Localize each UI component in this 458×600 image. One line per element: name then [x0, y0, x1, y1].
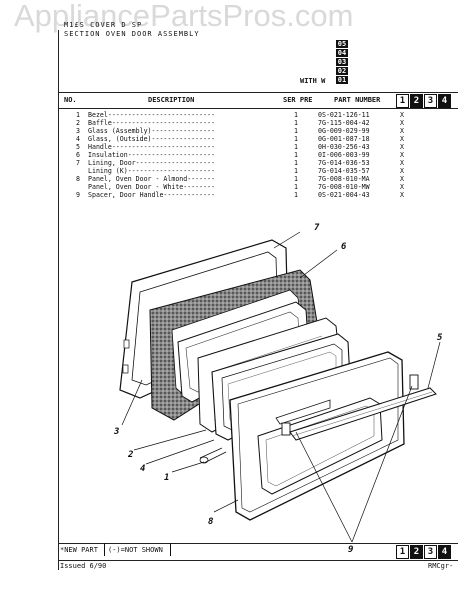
bezel-part — [199, 447, 227, 464]
issued-date: Issued 6/90 — [60, 562, 107, 570]
table-top-rule — [58, 92, 458, 93]
with-label: WITH W — [300, 77, 326, 85]
col-no: NO. — [64, 96, 77, 104]
footer-box-1: 1 — [396, 545, 409, 559]
header-line-1: M1£S COVER D SP — [64, 21, 143, 29]
callout-1: 1 — [164, 473, 169, 483]
col-part-number: PART NUMBER — [334, 96, 381, 104]
header-box-3: 3 — [424, 94, 437, 108]
callout-5: 5 — [437, 333, 443, 343]
callout-8: 8 — [208, 517, 213, 527]
section-title: SECTION OVEN DOOR ASSEMBLY — [64, 30, 200, 38]
left-frame-rule — [58, 30, 59, 570]
col-ser-pre: SER PRE — [283, 96, 313, 104]
version-03: 03 — [336, 58, 348, 66]
col-description: DESCRIPTION — [148, 96, 195, 104]
header-box-2: 2 — [410, 94, 423, 108]
version-04: 04 — [336, 49, 348, 57]
callout-6: 6 — [341, 242, 347, 252]
footer-bottom-rule — [58, 560, 458, 561]
page-code: RMCgr- — [428, 562, 454, 570]
callout-leaders — [121, 231, 441, 543]
callout-7: 7 — [314, 223, 320, 233]
version-05: 05 — [336, 40, 348, 48]
table-header-rule — [58, 108, 458, 109]
header-box-1: 1 — [396, 94, 409, 108]
callout-4: 4 — [140, 464, 145, 474]
callout-2: 2 — [127, 450, 133, 460]
version-02: 02 — [336, 67, 348, 75]
watermark: AppliancePartsPros.com — [14, 0, 354, 33]
footer-top-rule — [58, 543, 458, 544]
version-01: 01 — [336, 76, 348, 84]
footer-box-2: 2 — [410, 545, 423, 559]
legend-not-shown: (-)=NOT SHOWN — [108, 546, 163, 554]
callout-9: 9 — [348, 545, 353, 555]
footer-box-3: 3 — [424, 545, 437, 559]
callout-3: 3 — [113, 427, 119, 437]
footer-divider — [104, 543, 105, 556]
footer-divider — [170, 543, 171, 556]
door-handle-part — [281, 374, 437, 441]
header-box-4: 4 — [438, 94, 451, 108]
legend-new-part: *NEW PART — [60, 546, 98, 554]
footer-box-4: 4 — [438, 545, 451, 559]
